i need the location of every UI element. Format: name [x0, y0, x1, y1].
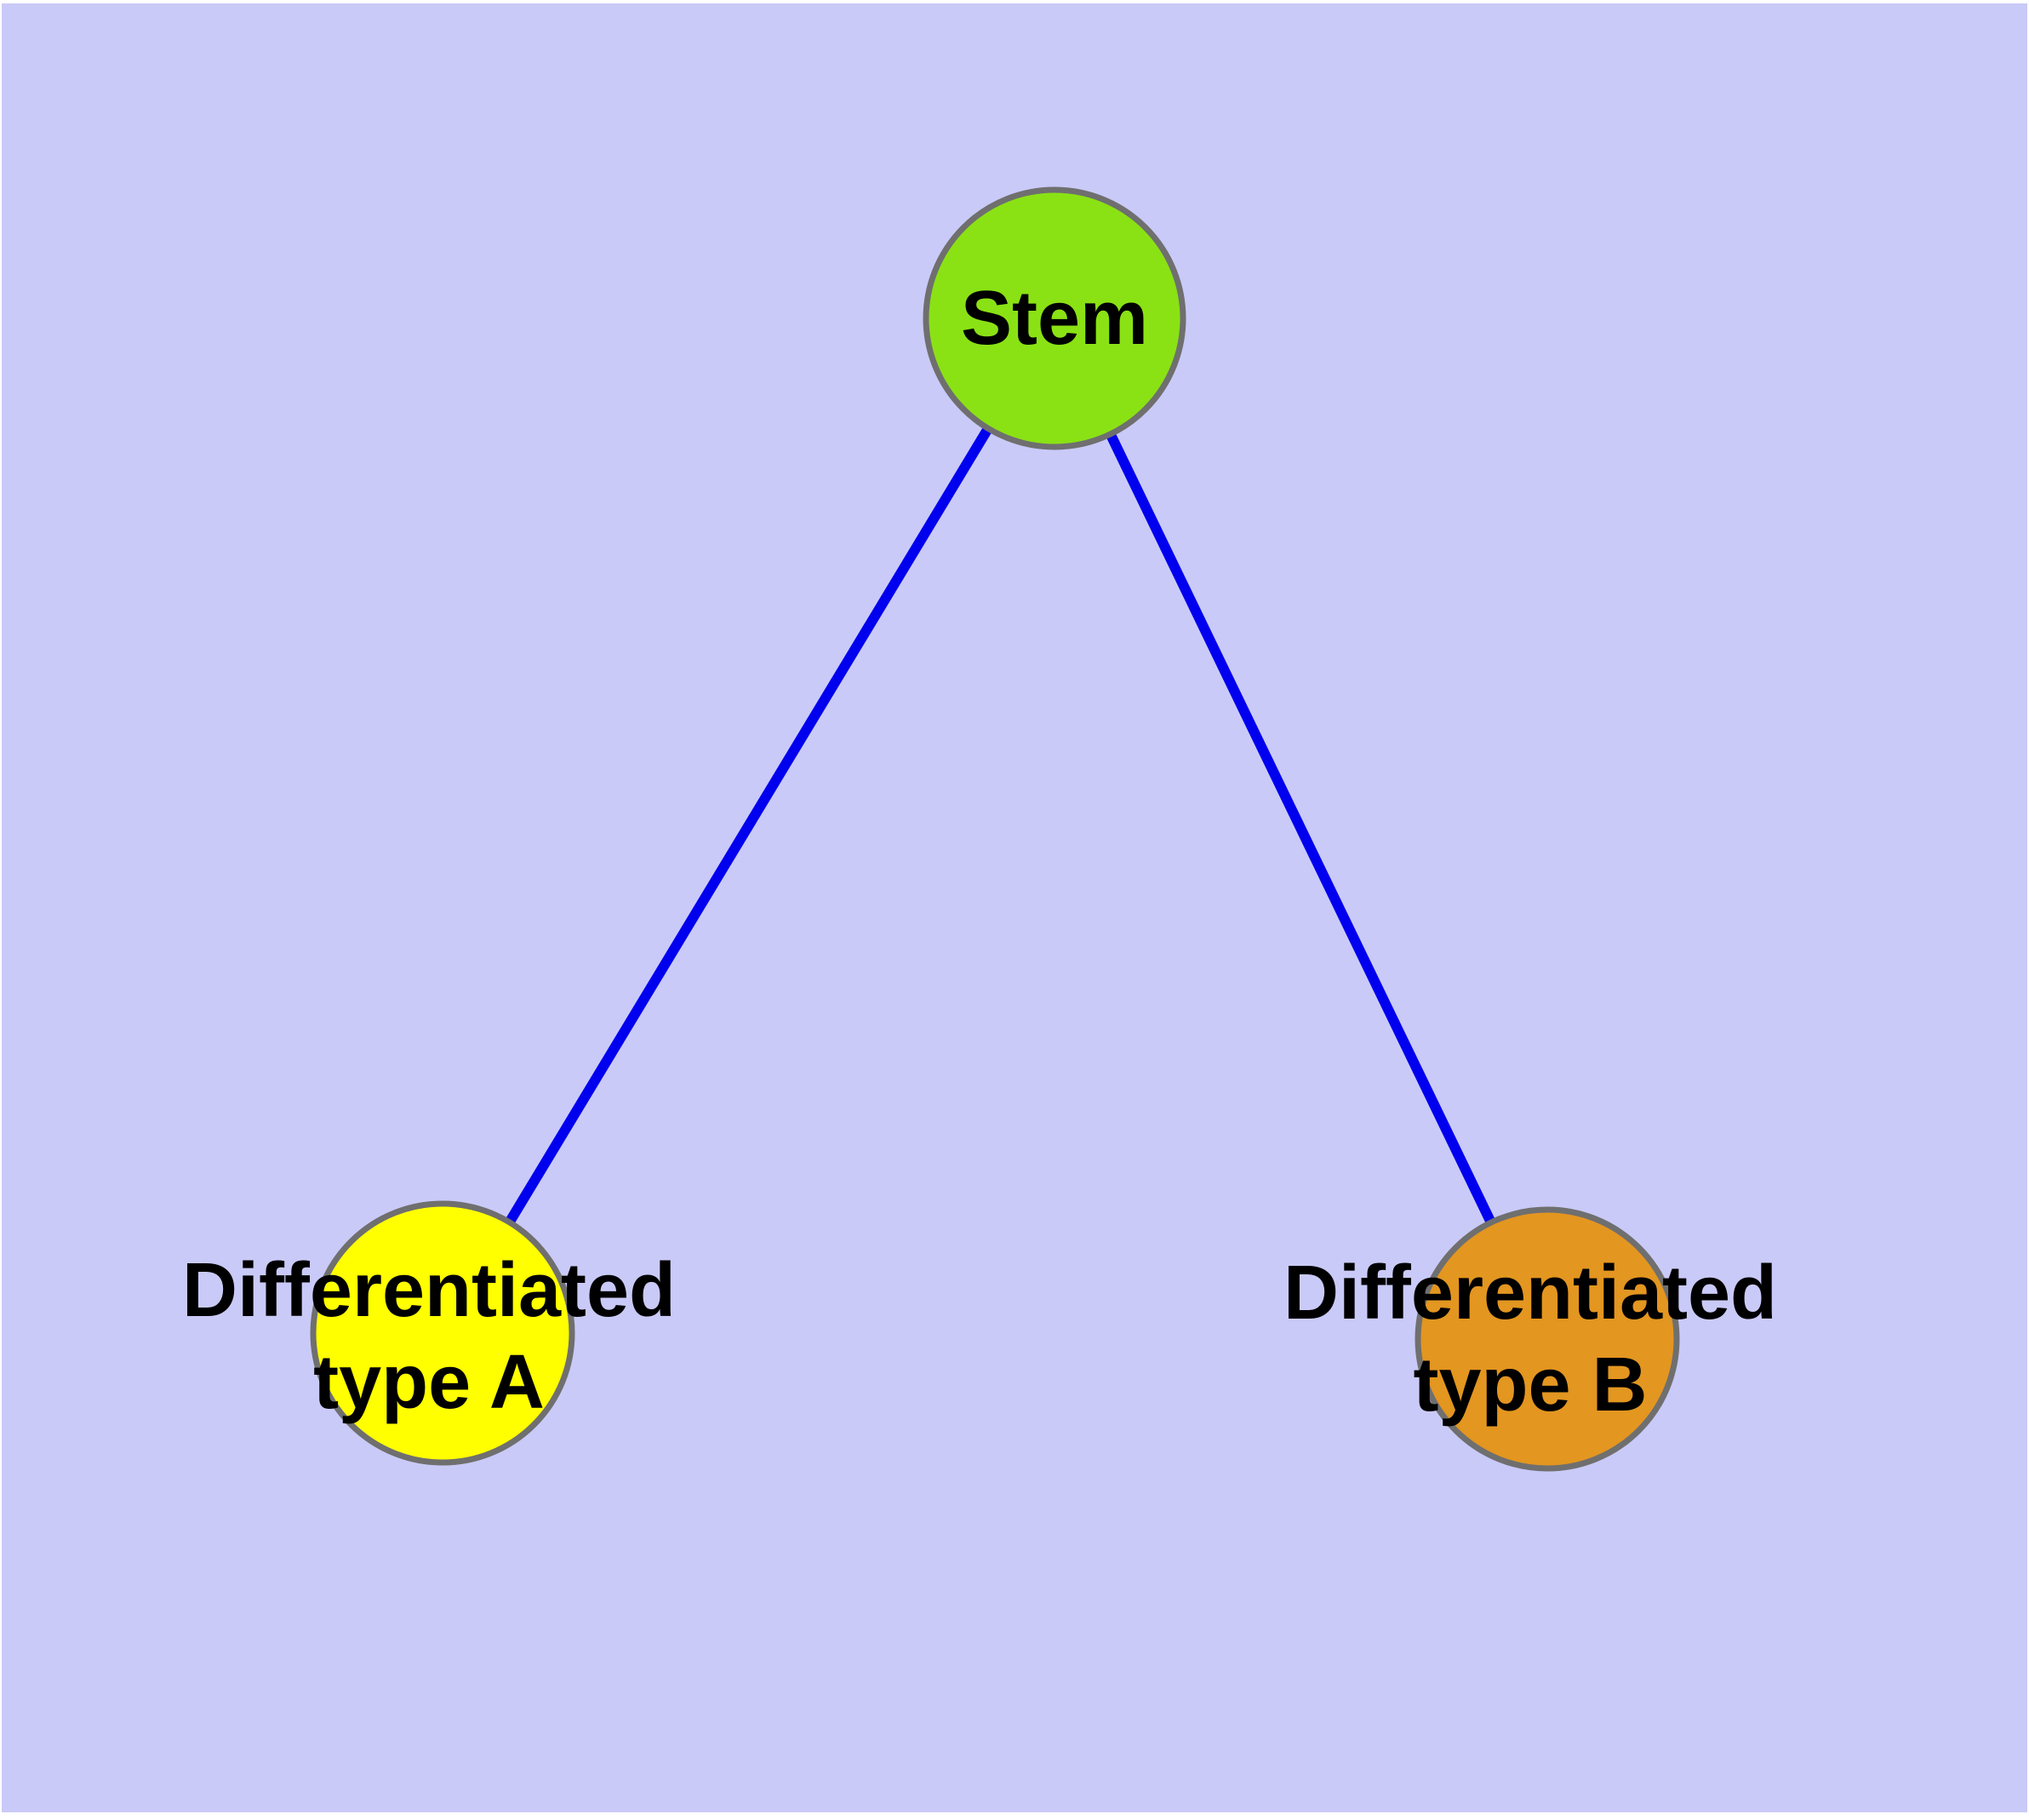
node-label-stem: Stem — [961, 276, 1148, 361]
node-diff-type-a — [310, 1200, 575, 1466]
node-label-diff-type-a-line1: Differentiated — [182, 1248, 676, 1333]
node-stem — [923, 186, 1186, 450]
node-diff-type-b — [1415, 1206, 1680, 1472]
edge-stem-to-b — [1049, 316, 1552, 1342]
node-label-diff-type-b-line2: type B — [1413, 1342, 1647, 1428]
edge-stem-to-a — [437, 315, 1060, 1336]
node-label-diff-type-a-line2: type A — [313, 1340, 545, 1425]
node-label-diff-type-b-line1: Differentiated — [1283, 1251, 1777, 1336]
